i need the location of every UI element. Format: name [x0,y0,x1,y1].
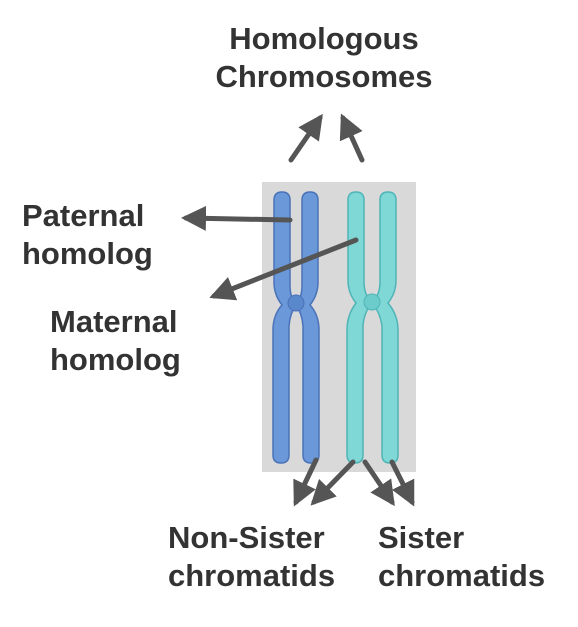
homologous-chromosomes-label: Homologous Chromosomes [178,20,470,96]
arrow-nonsister-left [293,457,319,507]
maternal-homolog [346,191,399,464]
maternal-label-line1: Maternal [50,304,178,339]
sister-label-line2: chromatids [378,558,546,593]
paternal-centromere [287,294,305,312]
nonsister-label-line2: chromatids [168,558,336,593]
homologous-label-line1: Homologous [229,21,419,56]
arrow-sister-left [362,459,395,507]
homologous-label-line2: Chromosomes [215,59,433,94]
sister-chromatids-label: Sister chromatids [378,519,545,595]
arrow-homologous-left [288,113,323,163]
sister-label-line1: Sister [378,520,465,555]
arrow-paternal [181,205,293,231]
paternal-label-line2: homolog [22,236,153,271]
maternal-label-line2: homolog [50,342,181,377]
arrow-maternal [209,237,359,301]
maternal-centromere [363,293,381,311]
arrow-nonsister-right [310,459,356,506]
paternal-homolog [272,191,320,464]
maternal-homolog-label: Maternal homolog [50,303,181,379]
arrow-sister-right [389,459,415,507]
non-sister-chromatids-label: Non-Sister chromatids [168,519,335,595]
paternal-homolog-label: Paternal homolog [22,197,153,273]
paternal-label-line1: Paternal [22,198,145,233]
arrow-homologous-right [339,113,365,163]
maternal-chromatid-left [346,191,374,464]
nonsister-label-line1: Non-Sister [168,520,325,555]
paternal-chromatid-left [272,191,297,464]
